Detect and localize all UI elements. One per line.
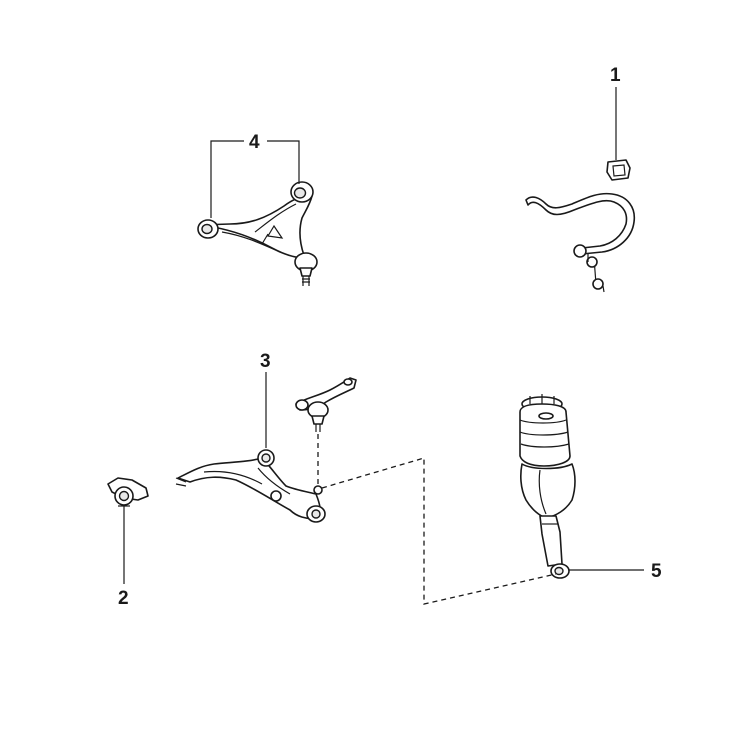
callout-5-label: 5	[651, 561, 662, 582]
air-suspension-strut	[519, 394, 576, 579]
callout-4-leader	[210, 140, 300, 218]
ball-joint	[295, 377, 357, 432]
callout-2-label: 2	[118, 588, 129, 609]
callout-4-label: 4	[249, 132, 260, 153]
lower-arm-bushing	[107, 477, 149, 507]
lower-control-arm	[175, 449, 326, 523]
stabilizer-bar-assembly	[525, 159, 636, 293]
callout-3-label: 3	[260, 351, 271, 372]
upper-control-arm	[197, 181, 318, 286]
callout-1-label: 1	[610, 65, 621, 86]
